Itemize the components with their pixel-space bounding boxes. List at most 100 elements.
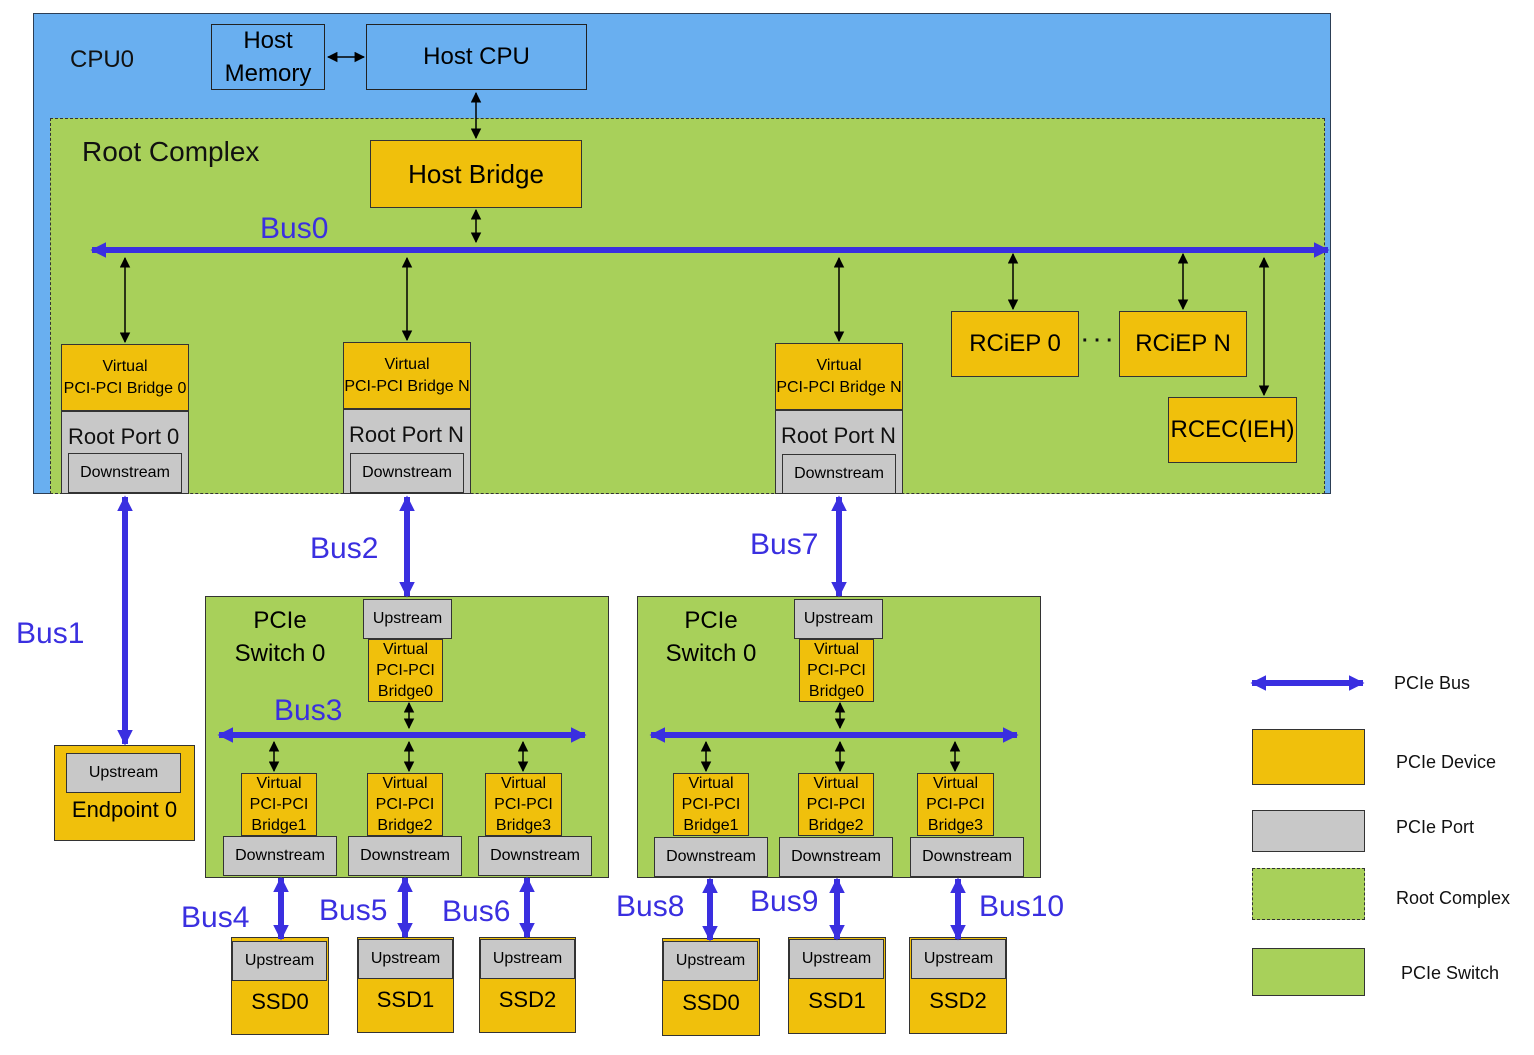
ssd-right-2-upstream: Upstream — [911, 939, 1006, 979]
ssd-right-2-label: SSD2 — [929, 988, 987, 1013]
ssd-right-2-label-wrap: SSD2 — [909, 985, 1007, 1017]
ssd-right-0-label-wrap: SSD0 — [662, 987, 760, 1019]
legend-port-label: PCIe Port — [1396, 817, 1475, 837]
switch-right-downstream-3: Downstream — [910, 837, 1024, 877]
cpu0-label: CPU0 — [70, 46, 135, 73]
rciep-n-box: RCiEP N — [1119, 311, 1247, 377]
root-port-n-2-label: Root Port N — [781, 423, 896, 448]
legend-bus-label: PCIe Bus — [1394, 673, 1471, 693]
pcie-switch-left-label: PCIe Switch 0 — [226, 604, 334, 670]
root-complex-region — [50, 118, 1325, 494]
switch-right-vbridge2-l1: Virtual — [813, 775, 859, 792]
ssd-left-1-label-wrap: SSD1 — [357, 984, 454, 1016]
ssd-left-2-label-wrap: SSD2 — [479, 984, 576, 1016]
virtual-bridge-0-line1: Virtual — [102, 357, 148, 375]
switch-right-vbridge3: Virtual PCI-PCI Bridge3 — [917, 773, 994, 836]
virtual-bridge-0: Virtual PCI-PCI Bridge 0 — [61, 344, 189, 411]
switch-left-downstream-1: Downstream — [223, 836, 337, 876]
switch-left-vbridge0-l1: Virtual — [382, 641, 429, 658]
pcie-switch-left-label-line2: Switch 0 — [234, 640, 326, 667]
bus1-label: Bus1 — [16, 617, 85, 650]
root-port-n-1-downstream: Downstream — [350, 453, 464, 493]
virtual-bridge-n-2-line2: PCI-PCI Bridge N — [776, 378, 902, 396]
ssd-left-0-label: SSD0 — [251, 989, 309, 1014]
virtual-bridge-n-2-line1: Virtual — [816, 356, 862, 374]
host-memory-box: Host Memory — [211, 24, 325, 90]
bus5-label: Bus5 — [319, 894, 388, 927]
switch-right-downstream-2: Downstream — [779, 837, 893, 877]
switch-right-downstream-2-label: Downstream — [791, 848, 881, 865]
switch-left-vbridge2-l1: Virtual — [382, 775, 428, 792]
switch-left-vbridge0-l2: PCI-PCI — [376, 662, 435, 679]
bus8-label: Bus8 — [616, 890, 685, 923]
ssd-right-1-upstream-label: Upstream — [801, 950, 872, 967]
bus4-label: Bus4 — [181, 901, 250, 934]
bus9-label: Bus9 — [750, 885, 819, 918]
root-port-0-downstream-label: Downstream — [80, 464, 170, 481]
switch-right-upstream: Upstream — [794, 599, 883, 639]
bus3-label: Bus3 — [274, 694, 343, 727]
ssd-left-2-label: SSD2 — [498, 987, 557, 1012]
switch-left-vbridge2-l2: PCI-PCI — [375, 796, 435, 813]
switch-left-vbridge3-l1: Virtual — [500, 775, 547, 792]
rcec-box: RCEC(IEH) — [1168, 397, 1297, 463]
ssd-right-0-upstream: Upstream — [663, 941, 758, 981]
legend-root-complex-label: Root Complex — [1396, 888, 1511, 908]
switch-left-upstream: Upstream — [363, 599, 452, 639]
switch-right-vbridge0-l2: PCI-PCI — [807, 662, 866, 679]
ssd-right-0-upstream-label: Upstream — [675, 952, 746, 969]
rciep-0-label: RCiEP 0 — [969, 330, 1061, 357]
switch-left-vbridge3-l2: PCI-PCI — [494, 796, 553, 813]
virtual-bridge-0-line2: PCI-PCI Bridge 0 — [63, 379, 187, 397]
switch-left-vbridge2-l3: Bridge2 — [377, 817, 433, 834]
rciep-n-label: RCiEP N — [1135, 330, 1231, 357]
switch-left-vbridge3: Virtual PCI-PCI Bridge3 — [485, 773, 562, 836]
legend-switch-label: PCIe Switch — [1401, 963, 1500, 983]
virtual-bridge-n-1-line1: Virtual — [384, 355, 430, 373]
ssd-right-0-label: SSD0 — [682, 990, 740, 1015]
ssd-left-0-label-wrap: SSD0 — [231, 986, 329, 1018]
switch-right-upstream-label: Upstream — [803, 610, 874, 627]
switch-left-vbridge1-l3: Bridge1 — [251, 817, 307, 834]
switch-right-vbridge2-l3: Bridge2 — [808, 817, 864, 834]
ssd-left-1-upstream-label: Upstream — [370, 950, 441, 967]
switch-left-downstream-3: Downstream — [478, 836, 592, 876]
switch-left-vbridge1-l1: Virtual — [256, 775, 302, 792]
host-cpu-box: Host CPU — [366, 24, 587, 90]
root-port-n-1-label: Root Port N — [349, 422, 464, 447]
switch-right-downstream-1: Downstream — [654, 837, 768, 877]
bus7-label: Bus7 — [750, 528, 819, 561]
ssd-left-0-upstream-label: Upstream — [244, 952, 315, 969]
ssd-left-1-label: SSD1 — [376, 987, 435, 1012]
ssd-left-2-upstream-label: Upstream — [492, 950, 563, 967]
legend-device-label: PCIe Device — [1396, 752, 1497, 772]
host-bridge-label: Host Bridge — [408, 158, 544, 189]
endpoint-0-label: Endpoint 0 — [71, 797, 178, 822]
legend-port-swatch — [1252, 810, 1365, 852]
switch-left-downstream-2: Downstream — [348, 836, 462, 876]
virtual-bridge-n-2: Virtual PCI-PCI Bridge N — [775, 343, 903, 410]
switch-left-vbridge3-l3: Bridge3 — [495, 817, 552, 834]
host-cpu-label: Host CPU — [423, 43, 530, 70]
ssd-right-2-upstream-label: Upstream — [923, 950, 994, 967]
switch-right-vbridge3-l3: Bridge3 — [927, 817, 984, 834]
switch-left-vbridge0: Virtual PCI-PCI Bridge0 — [368, 639, 443, 702]
ssd-left-2-upstream: Upstream — [480, 939, 575, 979]
rciep-0-box: RCiEP 0 — [951, 311, 1079, 377]
endpoint-0-upstream-label: Upstream — [88, 764, 159, 781]
root-port-n-2-downstream: Downstream — [782, 454, 896, 494]
host-memory-line2: Memory — [224, 60, 312, 87]
bus10-label: Bus10 — [979, 890, 1065, 923]
switch-left-downstream-3-label: Downstream — [490, 847, 580, 864]
bus0-label: Bus0 — [260, 212, 329, 245]
switch-right-vbridge0-l1: Virtual — [813, 641, 860, 658]
pcie-switch-right-label-line2: Switch 0 — [665, 640, 757, 667]
legend-root-complex-swatch — [1252, 868, 1365, 920]
host-memory-line1: Host — [243, 27, 293, 54]
switch-left-downstream-1-label: Downstream — [235, 847, 325, 864]
switch-right-downstream-1-label: Downstream — [666, 848, 756, 865]
switch-right-vbridge2-l2: PCI-PCI — [806, 796, 866, 813]
switch-left-downstream-2-label: Downstream — [360, 847, 450, 864]
host-bridge-box: Host Bridge — [370, 140, 582, 208]
